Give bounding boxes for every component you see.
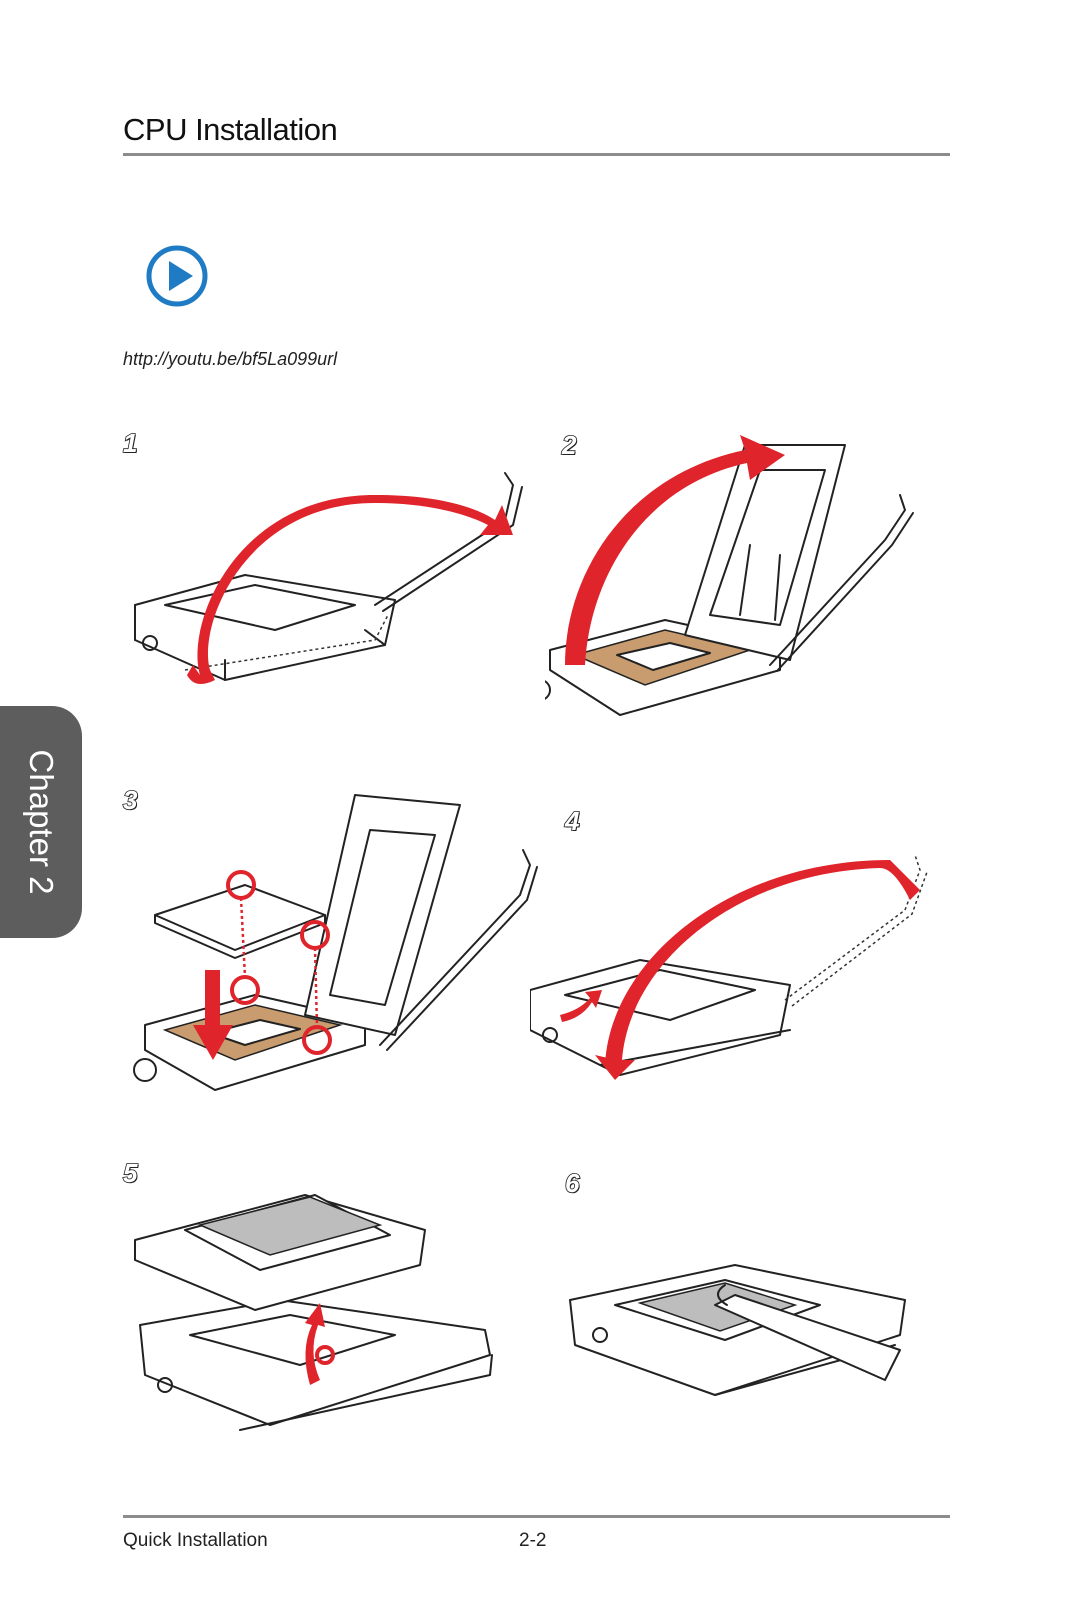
step-1-illustration: [134, 472, 523, 684]
step-5-illustration: [134, 1194, 493, 1431]
video-link[interactable]: http://youtu.be/bf5La099url: [123, 349, 338, 369]
page-title: CPU Installation: [123, 112, 338, 147]
play-circle-icon[interactable]: [145, 244, 209, 308]
step-2-illustration: [545, 435, 914, 716]
step-number-4: 4: [564, 805, 580, 837]
step-number-5: 5: [122, 1157, 138, 1189]
title-divider: [123, 153, 950, 156]
step-number-3: 3: [122, 784, 138, 816]
step-4-illustration: [530, 854, 928, 1080]
page-number: 2-2: [519, 1530, 547, 1551]
step-number-6: 6: [564, 1167, 580, 1199]
step-6-illustration: [569, 1264, 906, 1396]
chapter-label: Chapter 2: [23, 749, 60, 895]
chapter-tab: Chapter 2: [0, 706, 82, 938]
step-3-illustration: [133, 794, 538, 1091]
footer-divider: [123, 1515, 950, 1518]
footer-section-title: Quick Installation: [123, 1530, 268, 1551]
step-number-1: 1: [122, 427, 138, 459]
step-number-2: 2: [561, 429, 577, 461]
